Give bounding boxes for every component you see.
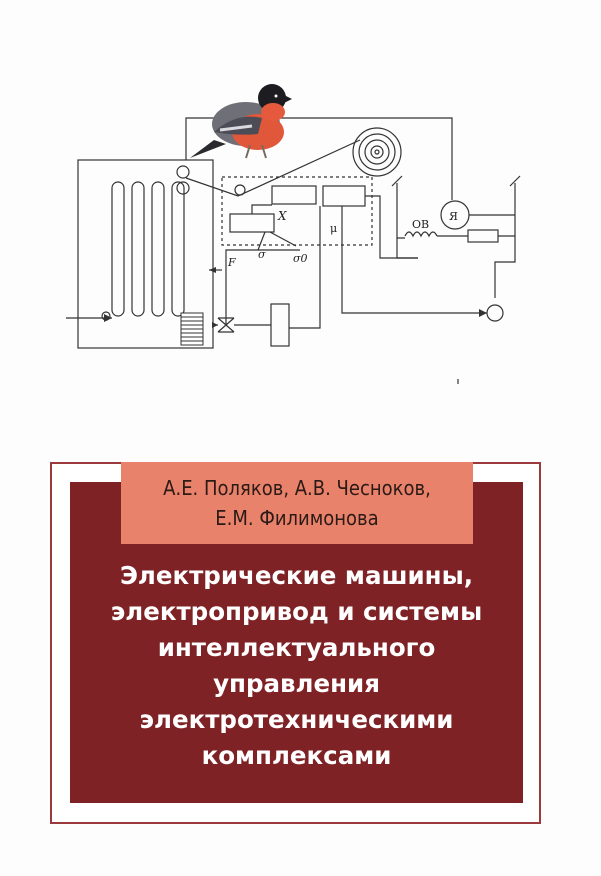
title-line-1: Электрические машины, [119,561,474,590]
control-box [221,176,373,246]
authors-box: А.Е. Поляков, А.В. Чесноков, Е.М. Филимо… [121,462,473,544]
authors-line-1: А.Е. Поляков, А.В. Чесноков, [163,476,431,500]
sensor-node [486,304,504,322]
label-ya: Я [449,210,458,223]
book-title: Электрические машины, электропривод и си… [80,558,513,774]
title-line-5: электротехническими [139,705,454,734]
winder-coil [352,127,402,177]
label-mu: μ [330,222,337,235]
block-x [271,185,317,205]
loop-roller-2 [131,181,145,317]
title-line-4: управления [213,669,380,698]
tension-roller [234,184,246,196]
block-sigma [229,213,275,233]
title-line-2: электропривод и системы [110,597,483,626]
label-f: F [227,256,236,269]
strip-path [185,139,361,197]
label-sigma0: σ0 [293,252,308,265]
excitation-coil [404,231,438,238]
machine-frame [77,159,214,349]
loop-roller-1 [111,181,125,317]
label-x: X [277,209,287,223]
label-ov: ОВ [412,218,429,231]
actuator-block [270,303,290,347]
label-sigma: σ [258,248,266,261]
hatched-block [180,312,204,346]
technical-diagram: X μ σ σ0 F ОВ Я [66,84,521,384]
loop-roller-4 [171,181,185,317]
authors-line-2: Е.М. Филимонова [215,506,379,530]
title-line-6: комплексами [201,741,392,770]
bullfinch-illustration [190,84,292,159]
title-line-3: интеллектуального [157,633,436,662]
block-mu [322,185,366,207]
loop-roller-3 [151,181,165,317]
resistor [467,229,499,243]
